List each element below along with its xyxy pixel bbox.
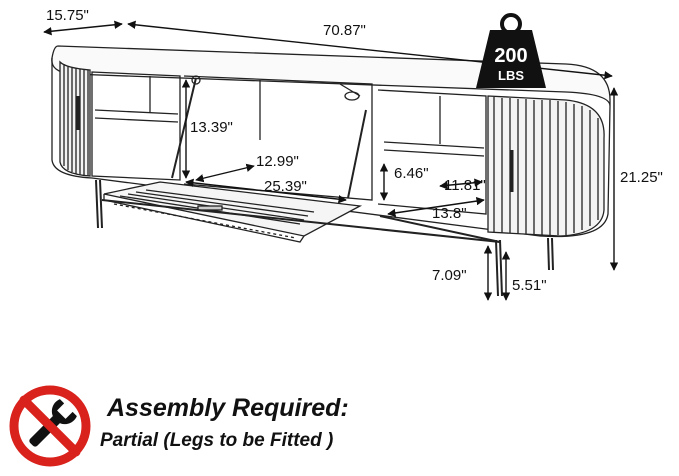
shelf-height-label: 6.46"	[394, 165, 429, 182]
shelf-width-label: 13.8"	[432, 205, 467, 222]
weight-icon: 200 LBS	[476, 13, 546, 88]
right-fluted-door	[487, 95, 605, 237]
assembly-subtitle: Partial (Legs to be Fitted )	[100, 430, 334, 451]
flap-width-label: 25.39"	[264, 178, 307, 195]
no-tools-icon	[9, 385, 91, 467]
leg-height-label: 7.09"	[432, 267, 467, 284]
height-label: 21.25"	[620, 169, 663, 186]
shelf-depth-label: 11.81"	[444, 177, 486, 194]
inner-depth-label: 12.99"	[256, 153, 299, 170]
load-unit: LBS	[498, 68, 524, 83]
left-fluted-door	[59, 60, 91, 177]
width-label: 70.87"	[323, 22, 366, 39]
load-value: 200	[494, 45, 527, 67]
depth-label: 15.75"	[46, 7, 89, 24]
drop-down-flap	[103, 181, 363, 243]
clearance-label: 5.51"	[512, 277, 547, 294]
legs-frame	[95, 179, 554, 297]
assembly-title: Assembly Required:	[107, 394, 349, 422]
door-height-label: 13.39"	[190, 119, 233, 136]
